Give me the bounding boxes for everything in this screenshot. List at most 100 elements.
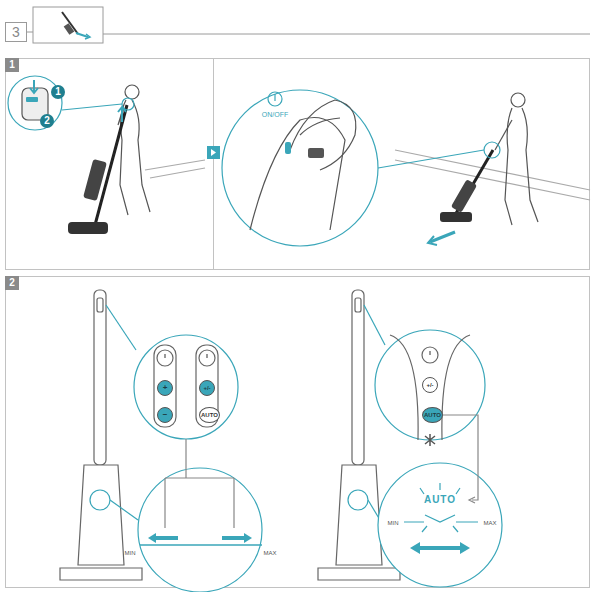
vacuum-standing-right-part — [355, 298, 361, 312]
plus-button: + — [157, 380, 173, 396]
hand-closeup-part — [308, 148, 324, 158]
vacuum-standing-right-part — [425, 515, 455, 522]
hand-closeup-part — [300, 118, 340, 135]
hand-closeup-part — [274, 94, 275, 101]
vacuum-standing-left-part — [140, 544, 262, 546]
node-text: 2 — [43, 116, 51, 126]
step-number: 1 — [5, 58, 19, 72]
vacuum-scene-right-part — [440, 212, 472, 222]
vacuum-scene-left-part — [125, 85, 139, 99]
vacuum-scene-right-part — [495, 120, 512, 150]
vacuum-scene-left-part — [8, 76, 62, 130]
auto-button: AUTO — [422, 407, 443, 423]
vacuum-standing-right — [318, 290, 502, 587]
node-text: +/- — [425, 382, 434, 388]
node-text: − — [162, 411, 169, 419]
mode-indicator: AUTO — [424, 495, 456, 505]
panel-frame — [6, 58, 590, 270]
vacuum-standing-left-part — [106, 305, 136, 350]
vacuum-standing-left-part — [134, 335, 238, 439]
vacuum-standing-right-part — [410, 542, 470, 554]
switch-label: ON/OFF — [262, 111, 288, 118]
vacuum-standing-left-part — [78, 465, 124, 565]
vacuum-standing-right-part — [420, 483, 460, 532]
hand-closeup-part — [222, 90, 378, 246]
vacuum-standing-right-part — [390, 335, 470, 440]
step-arrow-part — [207, 146, 220, 159]
vacuum-scene-right — [378, 93, 590, 245]
vacuum-standing-right-part — [364, 305, 385, 345]
vacuum-standing-left-part — [165, 354, 207, 358]
vacuum-standing-right-part — [425, 434, 435, 446]
vacuum-standing-right-part — [378, 463, 502, 587]
vacuum-standing-right-part — [429, 351, 430, 355]
vacuum-standing-left-part — [244, 533, 252, 543]
node-text: 1 — [54, 87, 62, 97]
vacuum-standing-left-part — [165, 439, 234, 528]
step-number: 2 — [5, 276, 19, 290]
vacuum-scene-right-part — [505, 108, 538, 225]
header — [27, 7, 590, 43]
vacuum-scene-left-part — [150, 168, 205, 178]
header-part — [62, 12, 78, 34]
vacuum-standing-right-part — [375, 330, 485, 440]
vacuum-scene-right-part — [451, 179, 477, 213]
header-part — [85, 34, 90, 39]
node-text: 3 — [11, 25, 21, 39]
auto-button: AUTO — [199, 407, 220, 423]
vacuum-scene-left-part — [83, 159, 107, 201]
panel-frame-part — [213, 58, 214, 270]
power-level-button: +/- — [422, 377, 438, 393]
vacuum-scene-left-part — [30, 80, 38, 93]
header-part — [33, 7, 103, 43]
step-arrow — [207, 146, 220, 159]
header-part — [103, 34, 590, 35]
header-part — [27, 32, 33, 33]
vacuum-standing-left-part — [60, 568, 142, 580]
hand-closeup-part — [290, 100, 356, 170]
vacuum-scene-right-part — [378, 150, 484, 168]
node-text: AUTO — [423, 412, 442, 418]
vacuum-standing-left-part — [110, 500, 138, 520]
node-text: + — [162, 384, 169, 392]
vacuum-standing-right-part — [469, 497, 475, 503]
vacuum-scene-right-part — [511, 93, 525, 107]
scale-label: MIN — [125, 550, 136, 556]
vacuum-scene-left — [8, 76, 205, 234]
minus-button: − — [157, 407, 173, 423]
vacuum-scene-right-part — [484, 142, 500, 158]
section-number: 3 — [5, 22, 27, 42]
node-text: AUTO — [200, 412, 219, 418]
vacuum-standing-left — [60, 290, 262, 592]
header-part — [64, 23, 75, 35]
vacuum-scene-left-part — [26, 97, 38, 102]
vacuum-standing-right-part — [422, 347, 438, 363]
vacuum-scene-left-part — [68, 222, 108, 234]
vacuum-standing-left-part — [97, 298, 103, 312]
hand-closeup-part — [268, 92, 282, 106]
scale-label: MAX — [483, 520, 496, 526]
vacuum-scene-right-part — [395, 150, 590, 190]
power-level-button: +/- — [199, 380, 215, 396]
vacuum-standing-left-part — [222, 536, 246, 540]
vacuum-scene-left-part — [118, 107, 126, 122]
step-arrow-part — [211, 149, 216, 156]
panel-frame-part — [6, 59, 590, 270]
node-text: 1 — [8, 60, 16, 70]
vacuum-standing-left-part — [90, 490, 110, 510]
node-text: 2 — [8, 278, 16, 288]
vacuum-scene-left-part — [145, 160, 205, 170]
vacuum-scene-left-part — [62, 104, 122, 110]
vacuum-standing-right-part — [352, 290, 364, 465]
vacuum-standing-right-part — [418, 546, 462, 550]
node-text: +/- — [202, 385, 211, 391]
vacuum-standing-left-part — [138, 468, 262, 592]
vacuum-standing-left-part — [94, 290, 106, 465]
callout-number: 1 — [51, 85, 65, 99]
hand-closeup-part — [285, 142, 291, 154]
vacuum-standing-right-part — [336, 465, 382, 565]
callout-number: 2 — [40, 114, 54, 128]
panel-frame — [6, 277, 590, 588]
